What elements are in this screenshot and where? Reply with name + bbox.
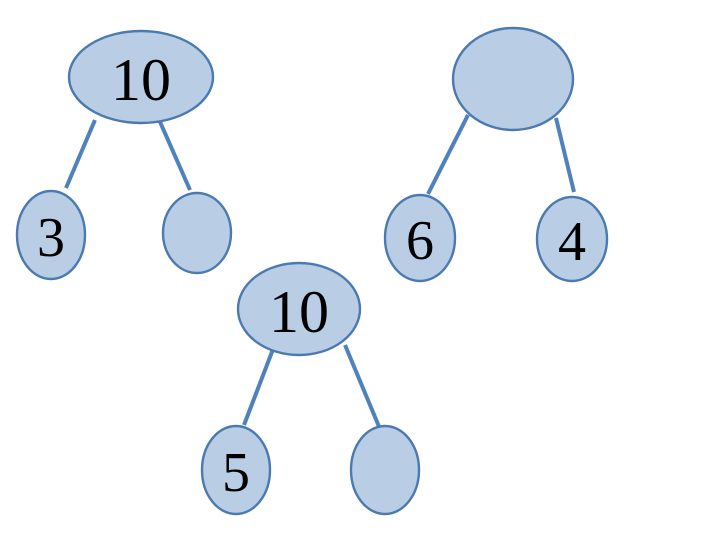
tree-2-right-circle <box>535 195 609 283</box>
tree-3-root-circle <box>236 261 362 357</box>
tree-1-root-label: 10 <box>111 47 171 113</box>
tree-3-left-node: 5 <box>200 424 272 516</box>
tree-2-left-label: 6 <box>406 210 434 272</box>
tree-2-left-edge <box>426 114 470 195</box>
tree-2: 6 4 <box>383 26 609 283</box>
tree-3: 10 5 <box>200 261 421 516</box>
tree-1: 10 3 <box>15 29 233 281</box>
tree-3-right-circle <box>349 424 421 516</box>
tree-2-right-node: 4 <box>535 195 609 283</box>
tree-3-left-edge <box>242 343 277 426</box>
tree-1-left-edge <box>64 119 97 189</box>
tree-1-left-node: 3 <box>15 189 87 281</box>
tree-2-root-circle <box>451 26 575 132</box>
tree-1-right-node <box>161 191 233 275</box>
tree-3-right-node <box>349 424 421 516</box>
tree-1-right-circle <box>161 191 233 275</box>
tree-1-root-node: 10 <box>67 29 215 125</box>
tree-3-root-node: 10 <box>236 261 362 357</box>
tree-2-left-node: 6 <box>383 193 457 283</box>
tree-2-left-circle <box>383 193 457 283</box>
tree-1-left-label: 3 <box>37 207 65 269</box>
tree-2-root-node <box>451 26 575 132</box>
tree-3-left-label: 5 <box>222 442 250 504</box>
tree-3-left-circle <box>200 424 272 516</box>
tree-3-root-label: 10 <box>269 279 329 345</box>
tree-1-right-edge <box>155 114 192 191</box>
tree-2-right-label: 4 <box>558 211 586 273</box>
tree-1-root-circle <box>67 29 215 125</box>
tree-1-left-circle <box>15 189 87 281</box>
tree-2-right-edge <box>554 117 576 193</box>
tree-3-right-edge <box>343 344 382 430</box>
